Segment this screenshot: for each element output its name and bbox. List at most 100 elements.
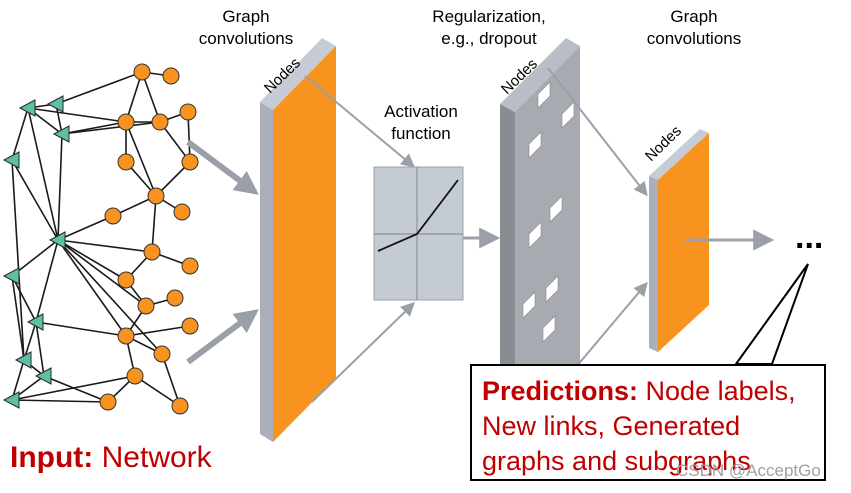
dropout-hole: [528, 131, 542, 159]
network-node: [181, 153, 199, 171]
network-edge: [161, 353, 181, 407]
input-network-graph: [2, 63, 199, 415]
network-node: [173, 203, 191, 221]
network-edge: [35, 321, 127, 337]
network-node: [117, 271, 135, 289]
network-node: [117, 327, 135, 345]
input-label-strong: Input:: [10, 441, 94, 474]
input-arrow-upper: [186, 139, 259, 195]
regularization-line1: Regularization,: [432, 7, 546, 26]
network-edge: [11, 159, 25, 361]
network-edge: [134, 375, 181, 407]
network-node: [117, 153, 135, 171]
activation-line1: Activation: [384, 102, 458, 121]
network-edge: [57, 239, 153, 253]
network-edge: [11, 107, 29, 161]
predictions-strong: Predictions:: [482, 376, 639, 406]
network-node: [104, 207, 122, 225]
network-node: [181, 257, 199, 275]
arrow-to-layer2-upper: [547, 67, 648, 197]
network-node: [181, 317, 199, 335]
network-edge: [27, 107, 127, 123]
network-edge: [11, 275, 25, 361]
graph-conv-1-line1: Graph: [222, 7, 270, 26]
predictions-text: Predictions: Node labels, New links, Gen…: [482, 374, 822, 479]
predictions-rest: Node labels, New links, Generated graphs…: [482, 376, 796, 476]
arrow-to-activation-lower: [311, 302, 416, 403]
network-triangle-node: [26, 313, 44, 331]
network-edge: [11, 275, 37, 323]
network-edge: [11, 239, 59, 277]
graph-conv-2-line1: Graph: [670, 7, 718, 26]
network-edge: [57, 239, 163, 355]
network-edge: [57, 215, 114, 241]
network-triangle-nodes: [2, 95, 70, 409]
network-triangle-node: [14, 351, 32, 369]
network-node: [99, 393, 117, 411]
graph-convolutions-label-2: Graph convolutions: [634, 6, 754, 50]
network-node: [137, 297, 155, 315]
network-edge: [57, 239, 127, 281]
graph-conv-layer-2: [649, 129, 709, 352]
network-edge: [125, 325, 191, 337]
dropout-layer: [500, 38, 580, 430]
network-node: [171, 397, 189, 415]
network-edge: [57, 239, 147, 307]
dropout-hole: [522, 291, 536, 319]
network-edge: [141, 71, 161, 123]
input-arrow-lower: [186, 309, 259, 365]
dropout-hole: [528, 221, 542, 249]
network-triangle-node: [2, 267, 20, 285]
network-edge: [35, 321, 45, 377]
input-label: Input: Network: [10, 441, 212, 475]
watermark: CSDN @AcceptGo: [676, 461, 821, 480]
network-edge: [61, 121, 161, 135]
activation-line2: function: [391, 124, 451, 143]
network-edge: [27, 107, 59, 241]
network-edge: [57, 133, 63, 241]
predictions-callout: Predictions: Node labels, New links, Gen…: [470, 364, 826, 481]
network-edge: [23, 321, 37, 361]
network-node: [153, 345, 171, 363]
network-edge: [55, 71, 143, 105]
network-triangle-node: [2, 151, 20, 169]
dropout-hole: [542, 315, 556, 343]
ellipsis: ...: [795, 218, 824, 256]
graph-conv-layer-1: [260, 38, 336, 442]
network-node: [151, 113, 169, 131]
activation-function-box: [373, 166, 464, 301]
activation-function-label: Activation function: [366, 101, 476, 145]
network-nodes: [99, 63, 199, 415]
network-node: [162, 67, 180, 85]
network-node: [147, 187, 165, 205]
graph-convolutions-label-1: Graph convolutions: [186, 6, 306, 50]
graph-conv-1-line2: convolutions: [198, 29, 294, 48]
network-edge: [35, 239, 59, 323]
network-triangle-node: [2, 391, 20, 409]
network-triangle-node: [46, 95, 64, 113]
dropout-holes: [522, 81, 575, 343]
dropout-hole: [549, 195, 563, 223]
network-edge: [11, 399, 109, 403]
network-edge: [11, 159, 59, 241]
network-node: [117, 113, 135, 131]
network-node: [143, 243, 161, 261]
input-label-text: Network: [93, 441, 212, 474]
arrow-to-activation-upper: [304, 75, 416, 168]
network-triangle-node: [18, 99, 36, 117]
regularization-label: Regularization, e.g., dropout: [418, 6, 560, 50]
network-edge: [11, 359, 25, 401]
network-triangle-node: [48, 231, 66, 249]
network-edge: [57, 239, 127, 337]
network-triangle-node: [34, 367, 52, 385]
network-triangle-node: [52, 125, 70, 143]
dropout-hole: [537, 81, 551, 109]
network-edge: [125, 71, 143, 123]
regularization-line2: e.g., dropout: [441, 29, 537, 48]
network-edge: [43, 375, 109, 403]
network-node: [133, 63, 151, 81]
network-edge: [151, 195, 157, 253]
graph-conv-2-line2: convolutions: [646, 29, 742, 48]
network-edge: [11, 375, 136, 401]
